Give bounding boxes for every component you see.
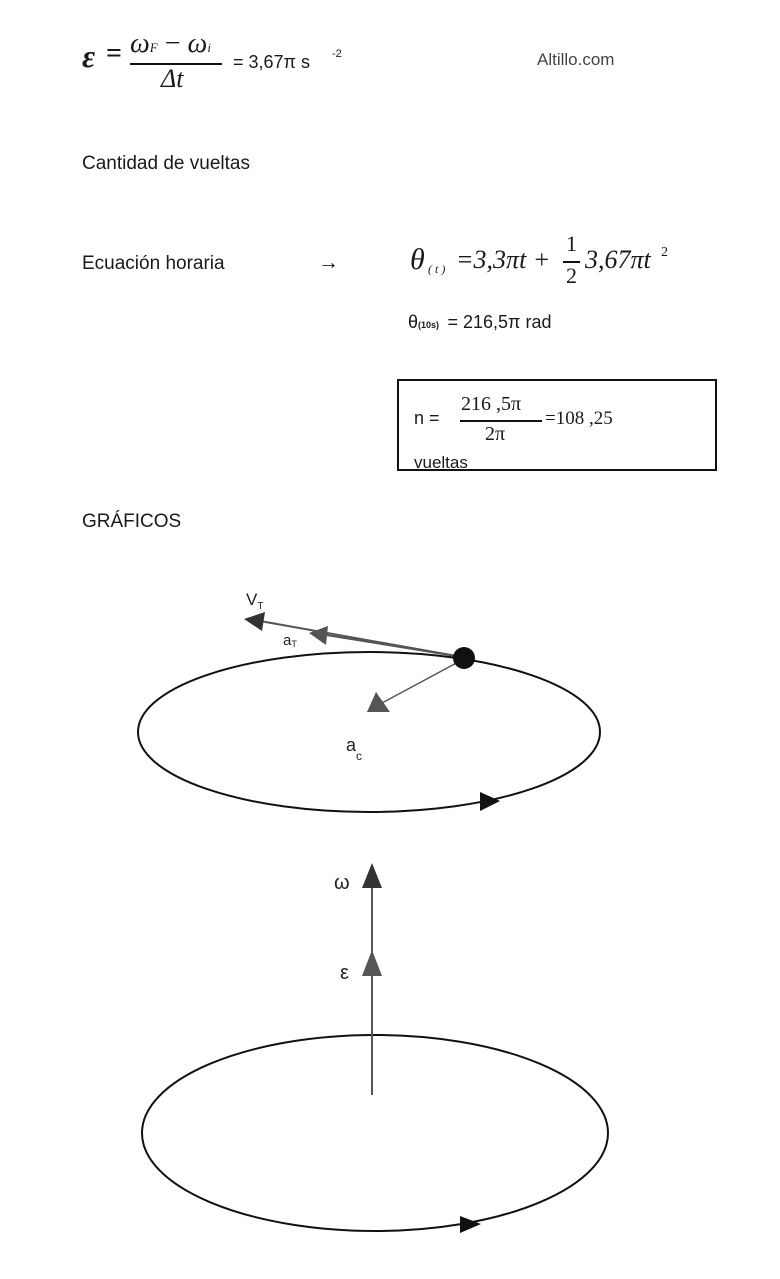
particle-dot — [453, 647, 475, 669]
epsilon-label: ε — [340, 962, 349, 984]
circular-motion-vectors-diagram: VT aT ac — [137, 590, 601, 813]
watermark: Altillo.com — [537, 50, 615, 69]
section-heading-graficos: GRÁFICOS — [82, 511, 182, 532]
half-numerator: 1 — [566, 231, 577, 256]
epsilon-symbol: ε — [82, 38, 96, 74]
orbit-direction-arrow-icon — [480, 792, 500, 811]
ecuacion-horaria-formula: θ ( t ) =3,3πt + 1 2 3,67πt 2 — [0, 0, 700, 300]
fraction-denominator: Δt — [161, 64, 184, 93]
angular-acceleration-equation: ε = ωF − ωi Δt = 3,67π s -2 — [0, 0, 400, 100]
half-denominator: 2 — [566, 263, 577, 288]
section-heading-vueltas: Cantidad de vueltas — [82, 153, 250, 174]
ecuacion-horaria-label: Ecuación horaria — [82, 253, 225, 274]
minus-sign: − — [164, 28, 181, 59]
fraction-numerator: ωF − ωi — [130, 28, 211, 60]
vt-label: VT — [246, 590, 263, 612]
rotation-direction-arrow-icon — [460, 1216, 481, 1233]
at-arrowhead-icon — [309, 626, 328, 645]
result-value: = 3,67π s — [233, 52, 310, 72]
fraction-bar — [130, 63, 222, 65]
omega-final: ω — [130, 28, 150, 59]
vueltas-result-box: n = 216 ,5π 2π =108 ,25 vueltas — [397, 379, 717, 471]
result-exponent: -2 — [332, 48, 342, 60]
equals-sign: = — [106, 38, 122, 69]
rhs-exponent: 2 — [661, 245, 668, 260]
n-numerator: 216 ,5π — [461, 393, 522, 415]
angular-vectors-diagram: ω ε — [141, 863, 609, 1233]
orbit-ellipse — [137, 651, 601, 813]
omega-initial: ω — [187, 28, 208, 59]
ac-arrowhead-icon — [367, 692, 390, 712]
epsilon-arrowhead-icon — [362, 950, 382, 976]
theta-value-subscript: (10s) — [418, 320, 440, 330]
subscript-i: i — [207, 40, 211, 55]
subscript-f: F — [149, 40, 158, 55]
n-unit: vueltas — [414, 453, 468, 471]
half-fraction-bar — [563, 261, 580, 263]
rhs-second-term: 3,67πt — [585, 245, 651, 274]
centripetal-acceleration-vector — [381, 659, 463, 704]
tangential-acceleration-vector — [319, 633, 463, 658]
at-label: aT — [283, 632, 297, 649]
n-prefix: n = — [414, 408, 440, 428]
theta-value-symbol: θ — [408, 312, 419, 332]
theta-value-line: θ(10s) = 216,5π rad — [408, 312, 551, 333]
n-fraction-bar — [460, 420, 542, 422]
arrow-right-icon: → — [318, 251, 339, 274]
n-result: =108 ,25 — [545, 408, 613, 429]
theta-symbol: θ — [410, 243, 425, 276]
omega-label: ω — [334, 872, 350, 894]
rhs-first-term: =3,3πt + — [456, 245, 551, 274]
rotation-ellipse — [141, 1034, 609, 1232]
ac-label: ac — [346, 735, 362, 763]
vt-arrowhead-icon — [244, 612, 265, 631]
theta-subscript: ( t ) — [428, 262, 446, 276]
n-denominator: 2π — [485, 423, 506, 445]
omega-arrowhead-icon — [362, 863, 382, 888]
theta-value-result: = 216,5π rad — [447, 312, 552, 332]
